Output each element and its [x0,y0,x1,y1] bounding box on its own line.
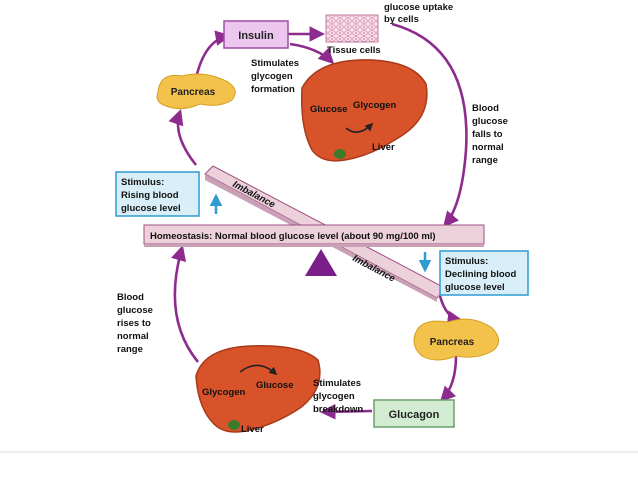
svg-text:breakdown: breakdown [313,404,363,415]
svg-text:glycogen: glycogen [251,71,293,82]
insulin-box: Insulin [223,20,289,49]
svg-text:Stimulates: Stimulates [313,378,361,389]
arrow-liver-to-homeostasis [171,244,200,363]
svg-text:range: range [117,344,143,355]
arrow-insulin-to-liver [289,42,335,65]
pancreas-bottom: Pancreas [413,318,499,361]
svg-text:formation: formation [251,84,295,95]
svg-text:Blood: Blood [117,292,144,303]
glucose-uptake-line1: glucose uptake [384,2,453,13]
svg-text:glucose: glucose [117,305,153,316]
liver-bottom-glycogen: Glycogen [202,387,245,398]
blood-glucose-falls-label: Blood glucose falls to normal range [472,103,508,166]
liver-top-label: Liver [372,142,395,153]
svg-text:glucose level: glucose level [445,282,505,293]
stimulates-formation: Stimulates glycogen formation [251,58,299,95]
glucose-uptake-line2: by cells [384,14,419,25]
liver-bottom-glucose: Glucose [256,380,294,391]
tissue-cells: Tissue cells [325,14,381,56]
homeostasis-label: Homeostasis: Normal blood glucose level … [150,231,436,242]
pancreas-bottom-label: Pancreas [430,337,475,348]
homeostasis-bar: Homeostasis: Normal blood glucose level … [143,224,485,247]
svg-text:Declining blood: Declining blood [445,269,516,280]
stimulus-rising-box: Stimulus: Rising blood glucose level [115,171,200,217]
svg-text:falls to: falls to [472,129,503,140]
svg-text:glucose: glucose [472,116,508,127]
insulin-label: Insulin [238,30,274,42]
liver-top-glycogen: Glycogen [353,100,396,111]
svg-text:normal: normal [117,331,149,342]
liver-top-glucose: Glucose [310,104,348,115]
svg-text:Stimulus:: Stimulus: [445,256,488,267]
svg-text:range: range [472,155,498,166]
svg-text:rises to: rises to [117,318,151,329]
arrow-pancreas-to-glucagon [439,355,458,403]
svg-text:Rising blood: Rising blood [121,190,179,201]
svg-text:normal: normal [472,142,504,153]
tissue-cells-label: Tissue cells [327,45,381,56]
arrow-glucagon-to-liver [319,403,373,420]
fulcrum [305,249,337,276]
stimulus-declining-box: Stimulus: Declining blood glucose level [439,250,529,296]
liver-bottom: Glycogen Glucose Liver [195,345,321,435]
svg-text:glucose level: glucose level [121,203,181,214]
blood-glucose-rises-label: Blood glucose rises to normal range [117,292,153,355]
arrow-imbalance-to-top-pancreas [168,109,198,166]
liver-bottom-label: Liver [241,424,264,435]
liver-top: Glucose Glycogen Liver [300,59,428,162]
arrow-pancreas-to-insulin [194,30,232,79]
svg-text:glycogen: glycogen [313,391,355,402]
pancreas-top: Pancreas [156,73,236,110]
pancreas-top-label: Pancreas [171,87,216,98]
stimulates-breakdown: Stimulates glycogen breakdown [313,378,363,415]
cycle-arrows [168,22,468,420]
arrow-declining-to-pancreas [438,295,464,326]
svg-text:Blood: Blood [472,103,499,114]
svg-text:Stimulus:: Stimulus: [121,177,164,188]
glucagon-label: Glucagon [389,409,440,421]
glucagon-box: Glucagon [373,399,455,428]
arrow-tissue-to-homeostasis [391,22,468,228]
svg-text:Stimulates: Stimulates [251,58,299,69]
